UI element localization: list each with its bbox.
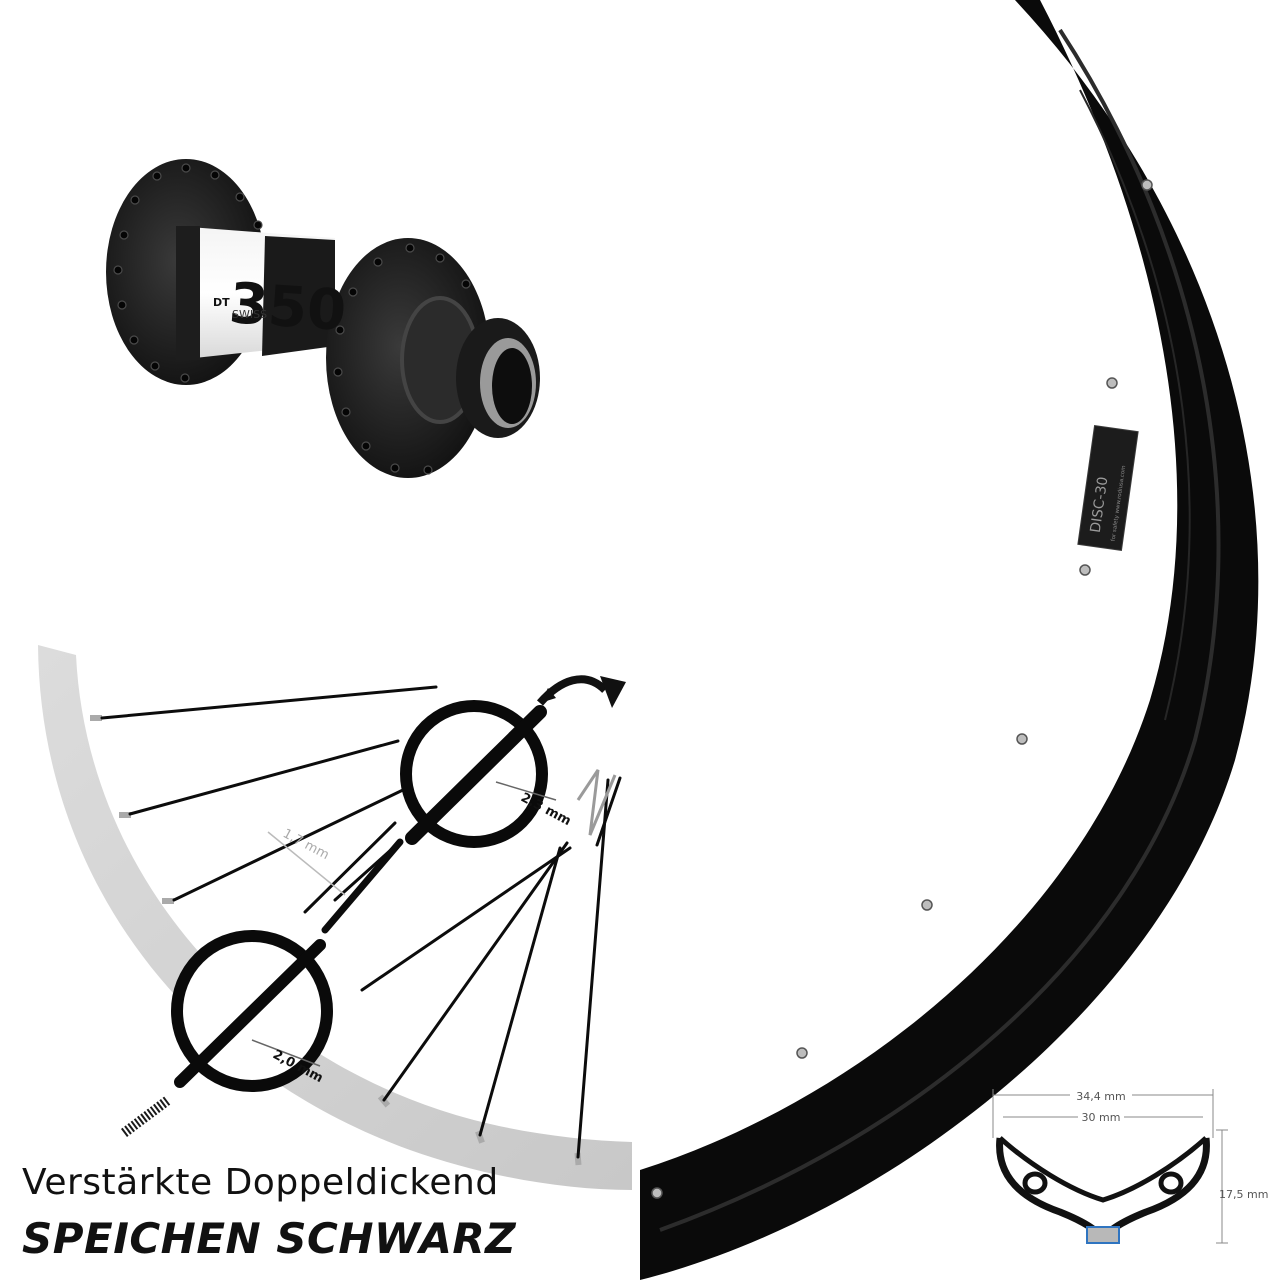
spoke-line bbox=[576, 778, 610, 1159]
spoke-line bbox=[478, 846, 562, 1137]
magnifier-top: 2,3 mm bbox=[400, 700, 573, 848]
rim-hole bbox=[796, 1047, 808, 1059]
spoke-line bbox=[172, 787, 407, 902]
spoke-line bbox=[333, 846, 395, 902]
spoke-nipple bbox=[162, 898, 174, 904]
rim: DISC-30 for safety www.rodiusa.com bbox=[640, 0, 1259, 1280]
profile-height: 17,5 mm bbox=[1219, 1188, 1268, 1201]
grey-rim-arc bbox=[38, 645, 632, 1190]
hub: 350 DT SWISS bbox=[106, 159, 540, 478]
profile-outer-width: 34,4 mm bbox=[1076, 1090, 1125, 1103]
rim-hole bbox=[921, 899, 933, 911]
caption-line-2: SPEICHEN SCHWARZ bbox=[22, 1214, 517, 1263]
rim-hole bbox=[651, 1187, 663, 1199]
spoke-line bbox=[360, 846, 572, 992]
hub-brand-suffix: SWISS bbox=[232, 308, 267, 321]
spoke-line bbox=[321, 838, 404, 934]
spoke-nipple bbox=[119, 812, 131, 818]
spoke-graphic: 1,7 mm 2,3 mm 2,0 mm bbox=[38, 645, 632, 1190]
rim-hole bbox=[1079, 564, 1091, 576]
rim-sticker: DISC-30 for safety www.rodiusa.com bbox=[1077, 424, 1139, 552]
spoke-nipple bbox=[574, 1152, 582, 1166]
hub-brand-prefix: DT bbox=[213, 296, 230, 309]
rim-outer-band bbox=[640, 0, 1259, 1280]
spoke-line bbox=[382, 841, 569, 1102]
spoke-line bbox=[595, 776, 622, 847]
profile-eyelet bbox=[1086, 1226, 1120, 1244]
spoke-nipple bbox=[475, 1130, 485, 1144]
rim-highlight-inner bbox=[1079, 89, 1191, 721]
rim-spoke-holes bbox=[651, 179, 1153, 1199]
rim-profile-diagram: 34,4 mm 30 mm 17,5 mm bbox=[992, 1087, 1268, 1244]
rim-hole bbox=[1016, 733, 1028, 745]
spoke-line bbox=[100, 685, 438, 720]
spoke-line bbox=[128, 739, 400, 816]
rim-hole bbox=[1106, 377, 1118, 389]
rim-hole bbox=[1141, 179, 1153, 191]
hub-model-label: 350 bbox=[227, 271, 348, 344]
spoke-thread-end bbox=[121, 1096, 171, 1137]
spoke-head-icon bbox=[536, 675, 626, 708]
profile-inner-width: 30 mm bbox=[1082, 1111, 1121, 1124]
spoke-line bbox=[303, 821, 397, 914]
rim-model-label: DISC-30 bbox=[1088, 476, 1112, 534]
magnifier-bottom: 2,0 mm bbox=[171, 930, 333, 1092]
caption-line-1: Verstärkte Doppeldickend bbox=[22, 1162, 499, 1203]
spoke-nipple bbox=[90, 715, 102, 721]
spoke-z-bend bbox=[576, 769, 617, 836]
rim-highlight bbox=[659, 28, 1221, 1232]
